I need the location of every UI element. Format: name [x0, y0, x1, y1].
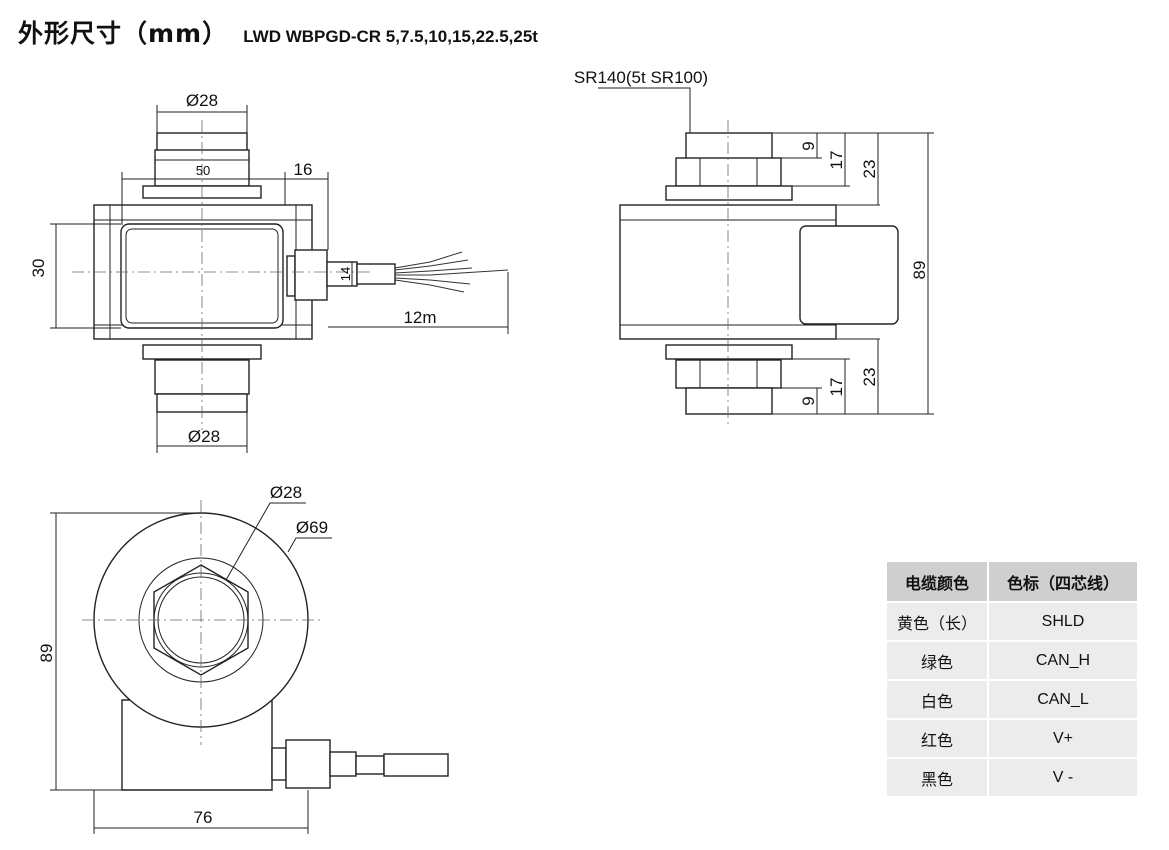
- top-dim-height-89: 89: [37, 644, 56, 663]
- front-dim-cable-12m: 12m: [403, 308, 436, 327]
- side-top-pin: [685, 132, 773, 160]
- cable-signal-cell: V+: [987, 718, 1139, 759]
- front-dim-top-dia: Ø28: [186, 91, 218, 110]
- table-row: 绿色 CAN_H: [885, 640, 1139, 681]
- front-dim-offset-16: 16: [294, 160, 313, 179]
- table-row: 红色 V+: [885, 718, 1139, 759]
- table-header-row: 电缆颜色 色标（四芯线）: [885, 560, 1139, 603]
- cable-color-table: 电缆颜色 色标（四芯线） 黄色（长） SHLD 绿色 CAN_H 白色 CAN_…: [885, 560, 1139, 798]
- side-dim-sr: SR140(5t SR100): [574, 68, 708, 87]
- front-cable-boot: [356, 263, 396, 285]
- side-dim-9-top: 9: [799, 141, 818, 150]
- side-top-nut: [675, 157, 782, 187]
- top-connector-base: [271, 747, 287, 781]
- table-row: 白色 CAN_L: [885, 679, 1139, 720]
- side-dim-23-top: 23: [860, 160, 879, 179]
- top-dim-inner-dia: Ø28: [270, 483, 302, 502]
- cable-color-cell: 红色: [885, 718, 989, 759]
- side-view: SR140(5t SR100) 9 17 23 89 23 17 9: [574, 68, 934, 425]
- table-row: 黑色 V -: [885, 757, 1139, 798]
- side-bottom-nut: [675, 359, 782, 389]
- front-dim-height-30: 30: [29, 259, 48, 278]
- top-cable-boot: [355, 755, 385, 775]
- cable-color-cell: 白色: [885, 679, 989, 720]
- side-dim-17-bottom: 17: [827, 378, 846, 397]
- cable-color-cell: 黄色（长）: [885, 601, 989, 642]
- header-color-code: 色标（四芯线）: [987, 560, 1139, 603]
- side-dim-17-top: 17: [827, 151, 846, 170]
- header-cable-color: 电缆颜色: [885, 560, 989, 603]
- table-row: 黄色（长） SHLD: [885, 601, 1139, 642]
- side-bottom-flange: [665, 344, 793, 360]
- top-dim-width-76: 76: [194, 808, 213, 827]
- top-cable: [383, 753, 449, 777]
- side-dim-23-bottom: 23: [860, 368, 879, 387]
- side-cable-channel: [799, 225, 899, 325]
- top-connector-nut: [285, 739, 331, 789]
- front-dim-conn-14: 14: [338, 267, 353, 281]
- cable-color-cell: 绿色: [885, 640, 989, 681]
- title-dimensions: 外形尺寸（mm）: [18, 19, 229, 48]
- side-top-flange: [665, 185, 793, 201]
- cable-color-cell: 黑色: [885, 757, 989, 798]
- top-view: Ø28 Ø69 89 76: [37, 483, 449, 834]
- cable-signal-cell: V -: [987, 757, 1139, 798]
- page-title: 外形尺寸（mm） LWD WBPGD-CR 5,7.5,10,15,22.5,2…: [18, 14, 538, 50]
- top-connector-sleeve: [329, 751, 357, 777]
- side-dim-89: 89: [910, 261, 929, 280]
- cable-signal-cell: CAN_H: [987, 640, 1139, 681]
- side-dim-9-bottom: 9: [799, 396, 818, 405]
- cable-signal-cell: SHLD: [987, 601, 1139, 642]
- front-dim-width-50: 50: [196, 163, 210, 178]
- front-dim-bottom-dia: Ø28: [188, 427, 220, 446]
- front-connector-base: [286, 255, 296, 297]
- title-model: LWD WBPGD-CR 5,7.5,10,15,22.5,25t: [243, 27, 538, 46]
- top-dim-outer-dia: Ø69: [296, 518, 328, 537]
- front-view: Ø28 50 16 30 14 12m Ø28: [29, 91, 509, 453]
- cable-signal-cell: CAN_L: [987, 679, 1139, 720]
- front-connector-nut: [294, 249, 328, 301]
- side-bottom-pin: [685, 387, 773, 415]
